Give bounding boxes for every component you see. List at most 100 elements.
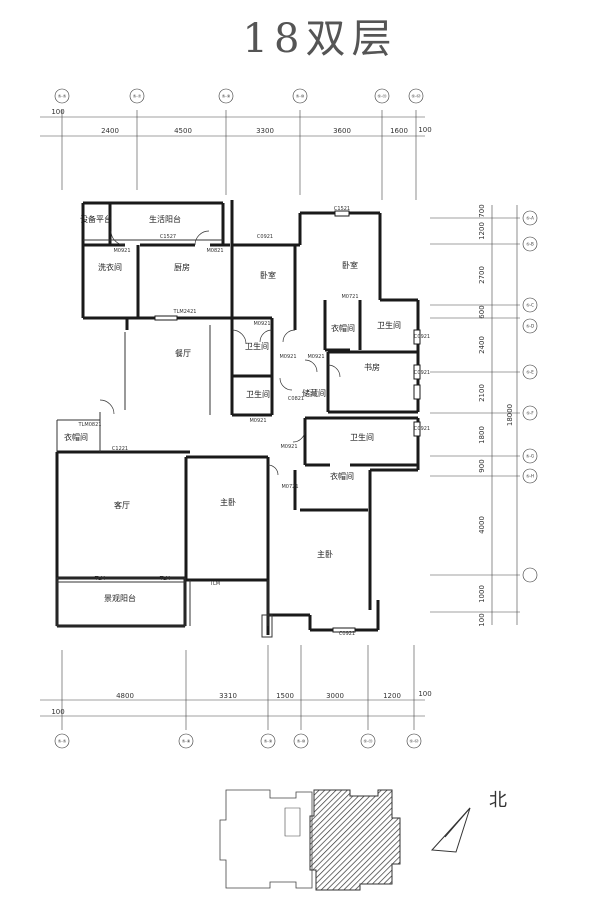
room-label: 主卧 bbox=[317, 549, 333, 559]
axis-label: ⑤-⑧ bbox=[182, 739, 191, 744]
room-label: 主卧 bbox=[220, 497, 236, 507]
axis-label: ⑤-⑤ bbox=[58, 94, 67, 99]
door-tag: TLM2421 bbox=[173, 309, 197, 315]
axis-label: ⑤-G bbox=[526, 454, 534, 459]
balcony-lines bbox=[56, 239, 273, 638]
door-tag: C0921 bbox=[414, 370, 430, 376]
axis-label: ⑤-A bbox=[526, 216, 534, 221]
axis-label: ⑤-C bbox=[526, 303, 534, 308]
dimension-label: 4800 bbox=[116, 692, 134, 700]
door-tag: TLM0821 bbox=[78, 422, 102, 428]
dimension-label: 3600 bbox=[333, 127, 351, 135]
door-tag: C1221 bbox=[112, 446, 128, 452]
dimension-total: 18000 bbox=[506, 404, 514, 426]
dimension-label: 100 bbox=[51, 108, 64, 116]
dimension-label: 1600 bbox=[390, 127, 408, 135]
room-label: 景观阳台 bbox=[104, 593, 136, 603]
room-label: 衣帽间 bbox=[64, 432, 88, 442]
dimension-label: 900 bbox=[478, 459, 486, 472]
dimension-label: 100 bbox=[478, 613, 486, 626]
room-label: 客厅 bbox=[114, 500, 130, 510]
dimension-label: 100 bbox=[418, 126, 431, 134]
dimension-label: 3000 bbox=[326, 692, 344, 700]
dimension-label: 1500 bbox=[276, 692, 294, 700]
axis-label: ⑤-⑩ bbox=[297, 739, 306, 744]
dimension-label: 600 bbox=[478, 305, 486, 318]
axis-label: ⑤-⑦ bbox=[133, 94, 142, 99]
door-tag: C1521 bbox=[334, 206, 350, 212]
axis-label: ⑤-⑤ bbox=[58, 739, 67, 744]
room-label: 书房 bbox=[364, 362, 380, 372]
axis-label: ⑤-B bbox=[526, 242, 534, 247]
room-label: 厨房 bbox=[174, 262, 190, 272]
dimension-label: 1800 bbox=[478, 426, 486, 444]
dimension-label: 2400 bbox=[101, 127, 119, 135]
bottom-axis-bubbles bbox=[54, 733, 422, 749]
dimension-label: 4000 bbox=[478, 516, 486, 534]
dimension-label: 700 bbox=[478, 204, 486, 217]
dimension-label: 3300 bbox=[256, 127, 274, 135]
door-tag: C0921 bbox=[257, 234, 273, 240]
north-arrow-icon bbox=[430, 807, 471, 853]
dimension-label: 1200 bbox=[478, 222, 486, 240]
door-tag: M0921 bbox=[279, 354, 296, 360]
room-label: 卫生间 bbox=[350, 432, 374, 442]
right-dimension-lines bbox=[430, 205, 520, 625]
dimension-label: 100 bbox=[418, 690, 431, 698]
room-label: 衣帽间 bbox=[330, 471, 354, 481]
axis-label: ⑤-⑩ bbox=[296, 94, 305, 99]
dimension-label: 2100 bbox=[478, 384, 486, 402]
room-label: 储藏间 bbox=[302, 388, 326, 398]
door-tag: TLM bbox=[209, 581, 220, 587]
bottom-dimension-lines bbox=[40, 645, 425, 730]
door-tag: M0921 bbox=[249, 418, 266, 424]
key-plan bbox=[219, 789, 401, 891]
axis-label: ⑤-⑪ bbox=[363, 738, 372, 744]
door-tag: TLM bbox=[159, 576, 170, 582]
room-label: 卫生间 bbox=[377, 320, 401, 330]
door-tag: C0921 bbox=[339, 631, 355, 637]
dimension-label: 1000 bbox=[478, 585, 486, 603]
axis-label: ⑤-⑫ bbox=[411, 93, 420, 99]
door-swings bbox=[99, 230, 341, 476]
room-label: 洗衣间 bbox=[98, 262, 122, 272]
plan-title: 18双层 bbox=[243, 16, 398, 62]
window-marks bbox=[154, 210, 421, 633]
axis-label: ⑤-⑨ bbox=[264, 739, 273, 744]
door-tag: C0821 bbox=[288, 396, 304, 402]
room-label: 卫生间 bbox=[245, 341, 269, 351]
room-label: 生活阳台 bbox=[149, 214, 181, 224]
door-tag: M0921 bbox=[280, 444, 297, 450]
room-label: 衣帽间 bbox=[331, 323, 355, 333]
room-label: 卫生间 bbox=[246, 389, 270, 399]
dimension-label: 2400 bbox=[478, 336, 486, 354]
door-tag: M0721 bbox=[281, 484, 298, 490]
axis-label: ⑤-⑫ bbox=[409, 738, 418, 744]
door-tag: M0921 bbox=[307, 354, 324, 360]
door-tag: TLM bbox=[94, 576, 105, 582]
door-tag: M0921 bbox=[113, 248, 130, 254]
top-axis-bubbles bbox=[54, 88, 424, 104]
door-tag: M0921 bbox=[253, 321, 270, 327]
door-tag: M0721 bbox=[341, 294, 358, 300]
axis-label: ⑤-⑨ bbox=[222, 94, 231, 99]
axis-label: ⑤-H bbox=[526, 474, 534, 479]
door-tag: C0921 bbox=[414, 426, 430, 432]
door-tag: C0921 bbox=[414, 334, 430, 340]
door-tag: C1527 bbox=[160, 234, 176, 240]
unit-highlight bbox=[309, 789, 401, 891]
axis-label: ⑤-E bbox=[526, 370, 534, 375]
room-label: 设备平台 bbox=[80, 214, 112, 224]
dimension-label: 2700 bbox=[478, 266, 486, 284]
room-label: 餐厅 bbox=[175, 349, 191, 358]
top-dimension-lines bbox=[40, 110, 425, 200]
door-tag: M0821 bbox=[206, 248, 223, 254]
dimension-label: 1200 bbox=[383, 692, 401, 700]
axis-label: ⑤-⑪ bbox=[377, 93, 386, 99]
dimension-label: 4500 bbox=[174, 127, 192, 135]
dimension-label: 3310 bbox=[219, 692, 237, 700]
room-label: 卧室 bbox=[342, 260, 358, 270]
axis-label: ⑤-F bbox=[526, 411, 534, 416]
room-label: 卧室 bbox=[260, 270, 276, 280]
